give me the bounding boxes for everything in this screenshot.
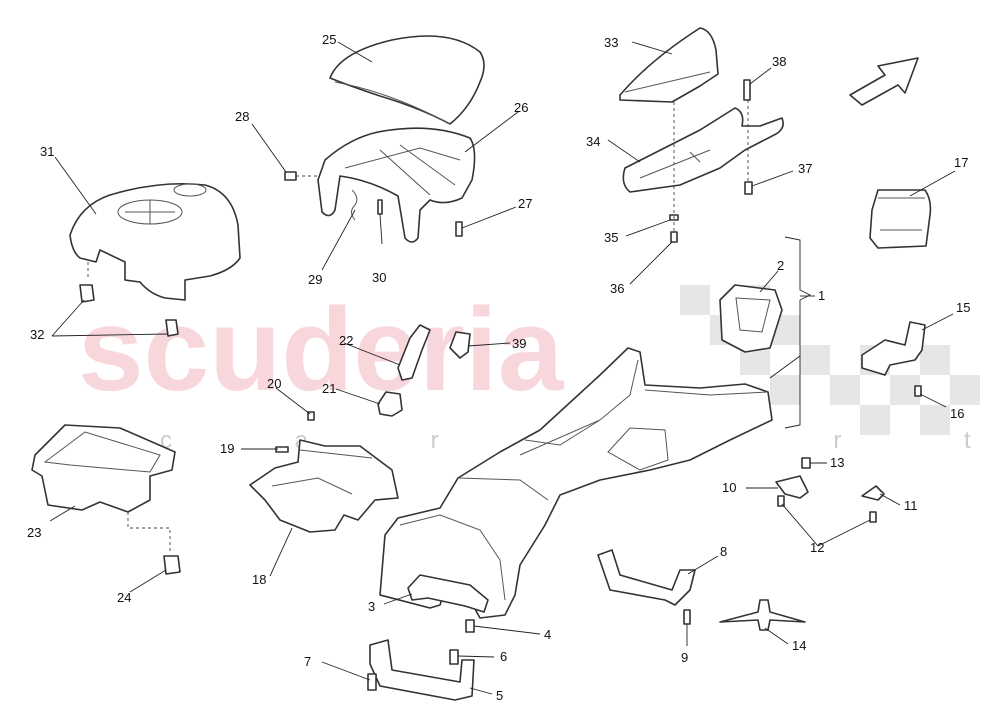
part-36-screw [670,231,678,243]
label-5: 5 [496,688,503,703]
label-11: 11 [904,498,918,513]
part-23-storage-box [31,424,176,513]
part-16-screw [914,385,922,397]
label-26: 26 [514,100,528,115]
part-2-insert [719,284,783,353]
label-7: 7 [304,654,311,669]
label-21: 21 [322,381,336,396]
label-27: 27 [518,196,532,211]
label-19: 19 [220,441,234,456]
part-4-screw [465,619,475,633]
label-9: 9 [681,650,688,665]
label-4: 4 [544,627,551,642]
part-6-screw [449,649,459,665]
part-15-bracket [861,321,926,376]
part-39-socket [449,331,471,359]
direction-arrow-icon [849,57,919,106]
label-37: 37 [798,161,812,176]
label-31: 31 [40,144,54,159]
part-27-screw [455,221,463,237]
label-36: 36 [610,281,624,296]
label-30: 30 [372,270,386,285]
part-32-clip [79,284,95,303]
label-33: 33 [604,35,618,50]
label-24: 24 [117,590,131,605]
label-3: 3 [368,599,375,614]
label-22: 22 [339,333,353,348]
part-12-screw [869,511,877,523]
label-8: 8 [720,544,727,559]
label-25: 25 [322,32,336,47]
part-28-screw [284,171,297,181]
label-1: 1 [818,288,825,303]
part-19-screw [275,446,289,453]
label-6: 6 [500,649,507,664]
label-39: 39 [512,336,526,351]
label-34: 34 [586,134,600,149]
label-15: 15 [956,300,970,315]
part-14-cable-tie [719,599,806,631]
part-13-screw [801,457,811,469]
label-16: 16 [950,406,964,421]
leader-lines [49,41,956,695]
part-38-pin [743,79,751,101]
part-17-switch-module [869,189,932,249]
label-35: 35 [604,230,618,245]
label-2: 2 [777,258,784,273]
label-13: 13 [830,455,844,470]
part-21-holder [377,391,403,417]
label-18: 18 [252,572,266,587]
label-12: 12 [810,540,824,555]
label-28: 28 [235,109,249,124]
part-34-tray [622,107,784,193]
part-18-bezel [249,439,399,533]
part-32-clip [165,319,179,337]
part-31-cupholder-cover [69,182,241,301]
label-14: 14 [792,638,806,653]
part-3-bracket [407,574,489,613]
part-24-clip [163,555,181,575]
part-1-center-console [379,347,773,619]
label-17: 17 [954,155,968,170]
part-37-screw [744,181,753,195]
part-30-pin [377,199,383,215]
part-33-trim [619,27,719,103]
label-29: 29 [308,272,322,287]
part-11-clip [861,485,885,501]
label-20: 20 [267,376,281,391]
label-23: 23 [27,525,41,540]
label-32: 32 [30,327,44,342]
part-26-lid-frame [317,127,476,243]
part-5-bracket [369,639,475,701]
part-7-screw [367,673,377,691]
part-22-cigar-lighter [397,324,431,381]
part-8-bracket [597,549,696,606]
part-10-bracket [775,475,809,499]
label-10: 10 [722,480,736,495]
part-25-lid-pad [329,35,485,125]
part-12-screw [777,495,785,507]
watermark-brand: scuderia [78,284,565,416]
part-9-screw [683,609,691,625]
label-38: 38 [772,54,786,69]
